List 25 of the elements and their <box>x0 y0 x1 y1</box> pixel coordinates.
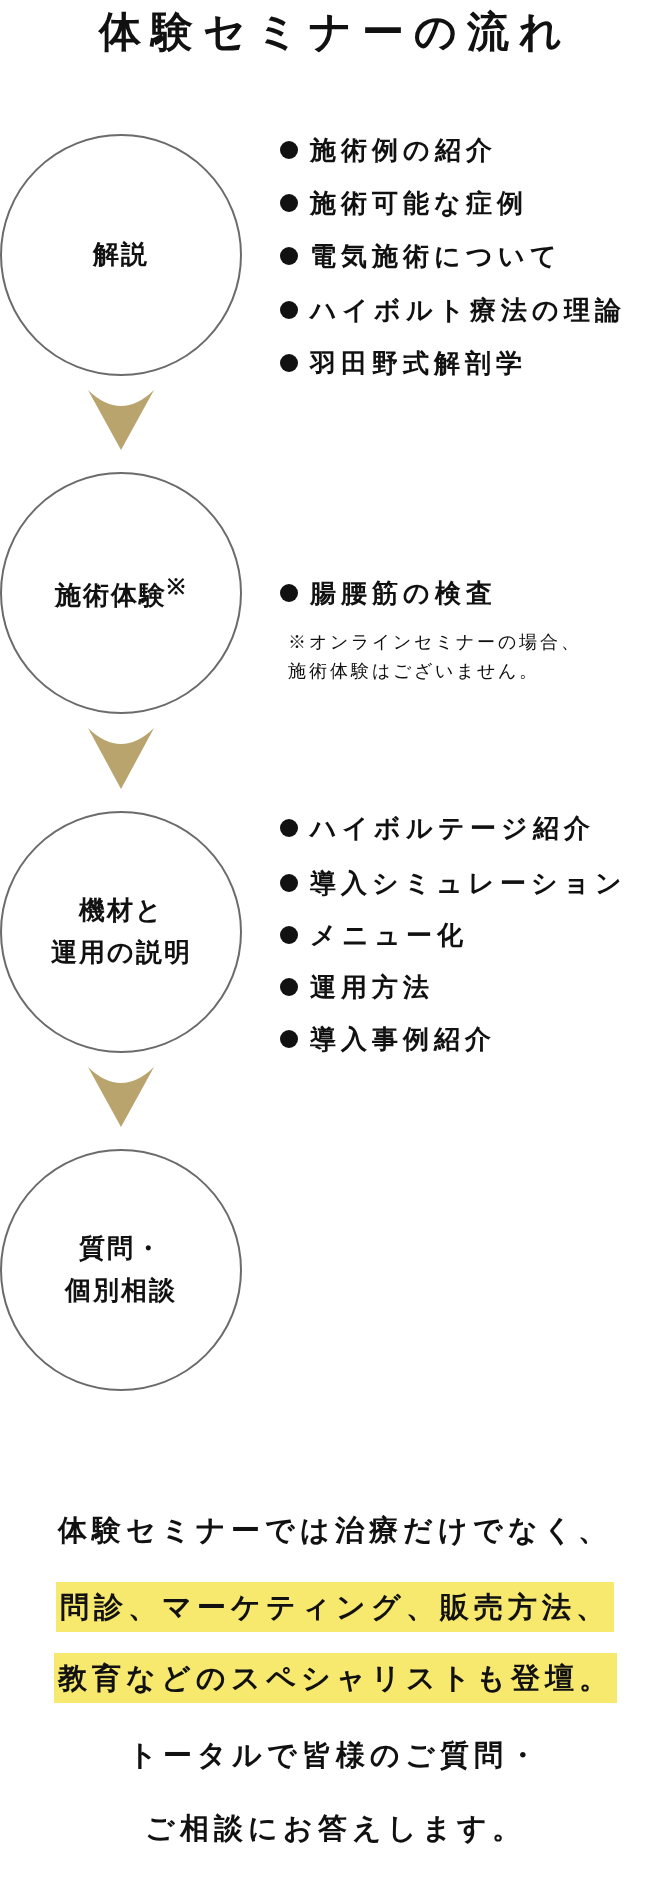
title: 体験セミナーの流れ <box>97 6 573 58</box>
bullet-text: 導入事例紹介 <box>310 1022 496 1056</box>
chevron-arrow <box>88 728 154 789</box>
bullet-text: 施術例の紹介 <box>310 133 497 167</box>
bullet-text: 電気施術について <box>310 239 562 273</box>
bullet-text: ハイボルテージ紹介 <box>310 811 595 845</box>
bullet-text: ハイボルト療法の理論 <box>310 293 626 327</box>
note-text: ※オンラインセミナーの場合、施術体験はございません。 <box>288 630 583 683</box>
highlighted-text: 問診、マーケティング、販売方法、 <box>56 1582 614 1632</box>
paragraph-text: 体験セミナーでは治療だけでなく、 <box>56 1512 613 1549</box>
bullet-text: 腸腰筋の検査 <box>310 576 497 610</box>
step-label: 施術体験$^{※}$ <box>55 572 187 612</box>
step-label: 機材と運用の説明 <box>50 894 192 969</box>
paragraph-text: ご相談にお答えします。 <box>143 1810 527 1847</box>
paragraph-text: トータルで皆様のご質問・ <box>127 1737 543 1774</box>
step-label: 解説 <box>93 238 149 272</box>
chevron-arrow <box>88 1067 154 1127</box>
bullet-text: 羽田野式解剖学 <box>310 346 527 380</box>
highlighted-text: 教育などのスペシャリストも登壇。 <box>53 1653 617 1703</box>
step-label: 質問・個別相談 <box>65 1232 177 1307</box>
bullet-text: 運用方法 <box>310 970 434 1004</box>
bullet-text: 導入シミュレーション <box>310 866 627 900</box>
bullet-text: メニュー化 <box>310 918 468 952</box>
bullet-text: 施術可能な症例 <box>310 186 528 220</box>
chevron-arrow <box>88 390 154 450</box>
